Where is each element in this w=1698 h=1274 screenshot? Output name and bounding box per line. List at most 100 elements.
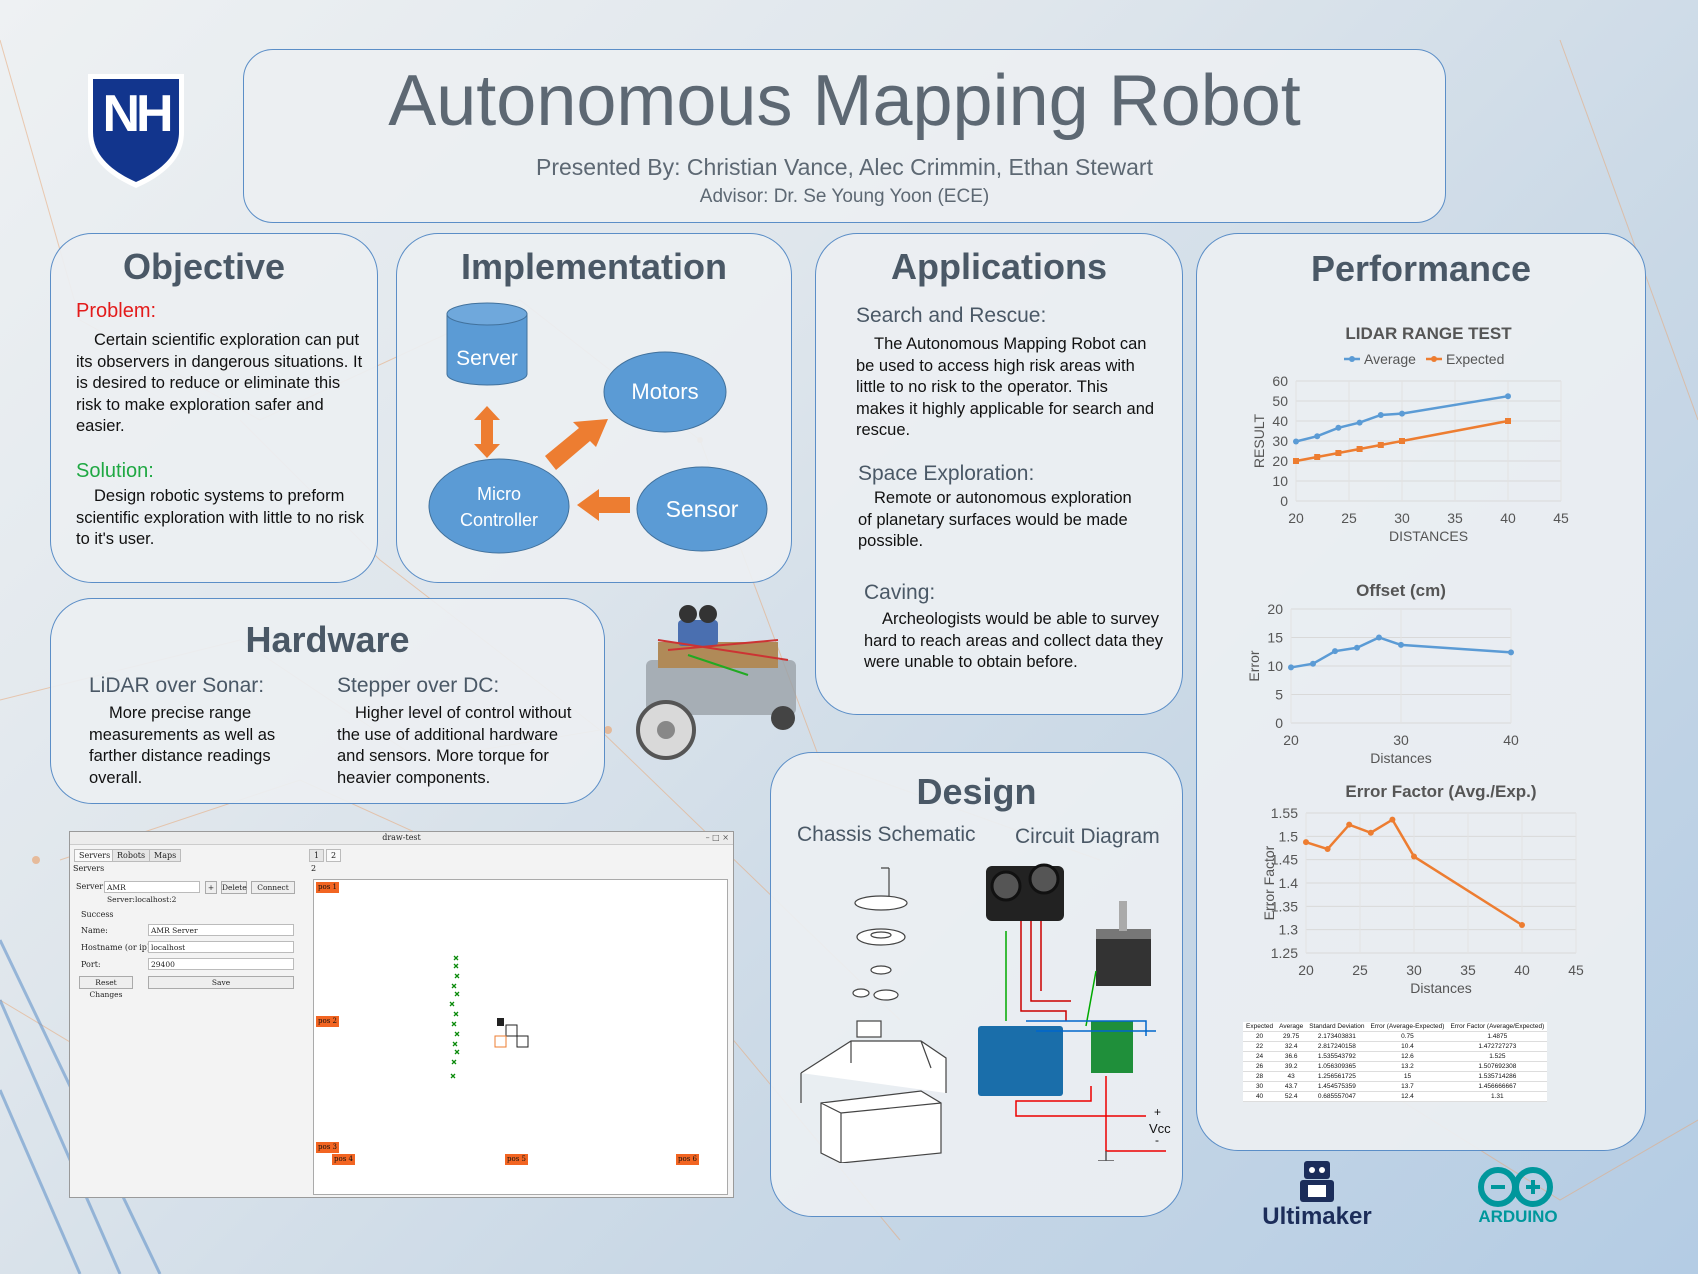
tab-1[interactable]: 1 [309, 849, 325, 862]
y-tick-label: 20 [1272, 453, 1288, 469]
delete-button[interactable]: Delete [221, 881, 247, 894]
data-point [1335, 424, 1342, 431]
data-point [1519, 922, 1525, 928]
add-server-button[interactable]: + [205, 881, 217, 894]
data-point [1505, 418, 1511, 424]
chart-title: Offset (cm) [1356, 581, 1446, 600]
stepper-heading: Stepper over DC: [337, 674, 500, 697]
table-cell: 20 [1243, 1031, 1277, 1042]
stepper-text: Higher level of control without the use … [337, 704, 572, 787]
vcc-plus: + [1154, 1105, 1162, 1119]
server-label: Server [456, 347, 518, 370]
data-point [1377, 442, 1384, 448]
objective-panel: Objective Problem: Certain scientific ex… [50, 233, 378, 583]
y-tick-label: 30 [1272, 433, 1288, 449]
table-cell: 1.456666667 [1447, 1081, 1548, 1092]
y-tick-label: 10 [1272, 473, 1288, 489]
chart-title: Error Factor (Avg./Exp.) [1345, 782, 1536, 801]
caving-text: Archeologists would be able to survey ha… [864, 610, 1164, 671]
table-cell: 13.2 [1367, 1061, 1448, 1072]
server-select[interactable]: AMR Server:localhost:2 [104, 881, 200, 904]
reset-changes-button[interactable]: Reset Changes [79, 976, 133, 999]
window-titlebar: draw-test [70, 832, 733, 845]
hostname-field[interactable]: localhost [148, 941, 294, 953]
applications-panel: Applications Search and Rescue: The Auto… [815, 233, 1183, 715]
table-cell: 12.4 [1367, 1091, 1448, 1102]
x-tick-label: 35 [1447, 510, 1463, 526]
save-button[interactable]: Save [148, 976, 294, 989]
tab-2[interactable]: 2 [326, 849, 342, 862]
objective-title: Objective [122, 246, 286, 287]
hardware-panel: Hardware LiDAR over Sonar: More precise … [50, 598, 605, 804]
data-point [1505, 393, 1511, 400]
data-point [1293, 458, 1299, 464]
x-tick-label: 20 [1288, 510, 1304, 526]
micro-controller-node [428, 458, 570, 554]
data-point [1314, 433, 1321, 440]
port-field[interactable]: 29400 [148, 958, 294, 970]
data-point [1399, 438, 1405, 444]
x-tick-label: 20 [1298, 962, 1314, 978]
connect-button[interactable]: Connect [251, 881, 295, 894]
data-point [1356, 419, 1363, 426]
circuit-diagram [978, 863, 1166, 1161]
motors-node [603, 351, 727, 433]
x-axis-label: Distances [1410, 980, 1471, 996]
x-tick-label: 45 [1568, 962, 1584, 978]
name-field[interactable]: AMR Server [148, 924, 294, 936]
vcc-minus: - [1155, 1133, 1159, 1147]
data-point [1310, 660, 1316, 667]
legend-marker [1431, 356, 1437, 362]
advisor: Advisor: Dr. Se Young Yoon (ECE) [699, 186, 990, 207]
window-controls[interactable]: – □ × [705, 833, 729, 842]
controller-motors-arrow [545, 419, 608, 470]
arduino-infinity-icon [1478, 1167, 1553, 1207]
tab-robots[interactable]: Robots [112, 849, 151, 862]
space-exploration-heading: Space Exploration: [858, 462, 1035, 485]
x-tick-label: 35 [1460, 962, 1476, 978]
controller-label: Controller [459, 510, 539, 530]
data-point [1398, 641, 1404, 648]
x-tick-label: 40 [1500, 510, 1516, 526]
server-controller-arrow [474, 406, 500, 458]
map-canvas[interactable]: pos 1 pos 2 pos 3 pos 4 pos 5 pos 6 [313, 879, 728, 1195]
tab-servers[interactable]: Servers [74, 849, 116, 862]
caving-heading: Caving: [864, 581, 936, 604]
table-cell: 1.472727273 [1447, 1041, 1548, 1052]
canvas-section-label: 2 [311, 864, 317, 873]
table-cell: 1.535714286 [1447, 1071, 1548, 1082]
table-cell: 24 [1243, 1051, 1277, 1062]
motors-label: Motors [631, 379, 699, 404]
data-point [1389, 816, 1396, 823]
micro-label: Micro [477, 484, 521, 504]
data-point [1376, 634, 1382, 641]
table-cell: 0.685557047 [1306, 1091, 1368, 1102]
y-tick-label: 50 [1272, 393, 1288, 409]
y-tick-label: 1.45 [1271, 852, 1298, 868]
data-point [1508, 649, 1514, 656]
x-tick-label: 25 [1341, 510, 1357, 526]
y-tick-label: 20 [1267, 601, 1283, 617]
table-cell: 1.535543792 [1306, 1051, 1368, 1062]
data-point [1332, 648, 1338, 655]
search-rescue-heading: Search and Rescue: [856, 304, 1047, 327]
table-cell: 29.75 [1276, 1031, 1307, 1042]
data-point [1346, 821, 1353, 828]
app-window: draw-test – □ × Servers Robots Maps 1 2 … [69, 831, 734, 1198]
chart-title: LIDAR RANGE TEST [1345, 324, 1512, 343]
unh-logo: NH [86, 72, 186, 190]
port-label: Port: [81, 960, 101, 969]
design-title: Design [916, 771, 1037, 812]
table-cell: 40 [1243, 1091, 1277, 1102]
solution-label: Solution: [76, 460, 154, 482]
servers-section-label: Servers [73, 864, 105, 873]
y-tick-label: 0 [1275, 715, 1283, 731]
y-tick-label: 1.3 [1279, 922, 1299, 938]
data-point [1377, 412, 1384, 418]
table-cell: 52.4 [1276, 1091, 1307, 1102]
tab-maps[interactable]: Maps [149, 849, 182, 862]
table-cell: 1.525 [1447, 1051, 1548, 1062]
